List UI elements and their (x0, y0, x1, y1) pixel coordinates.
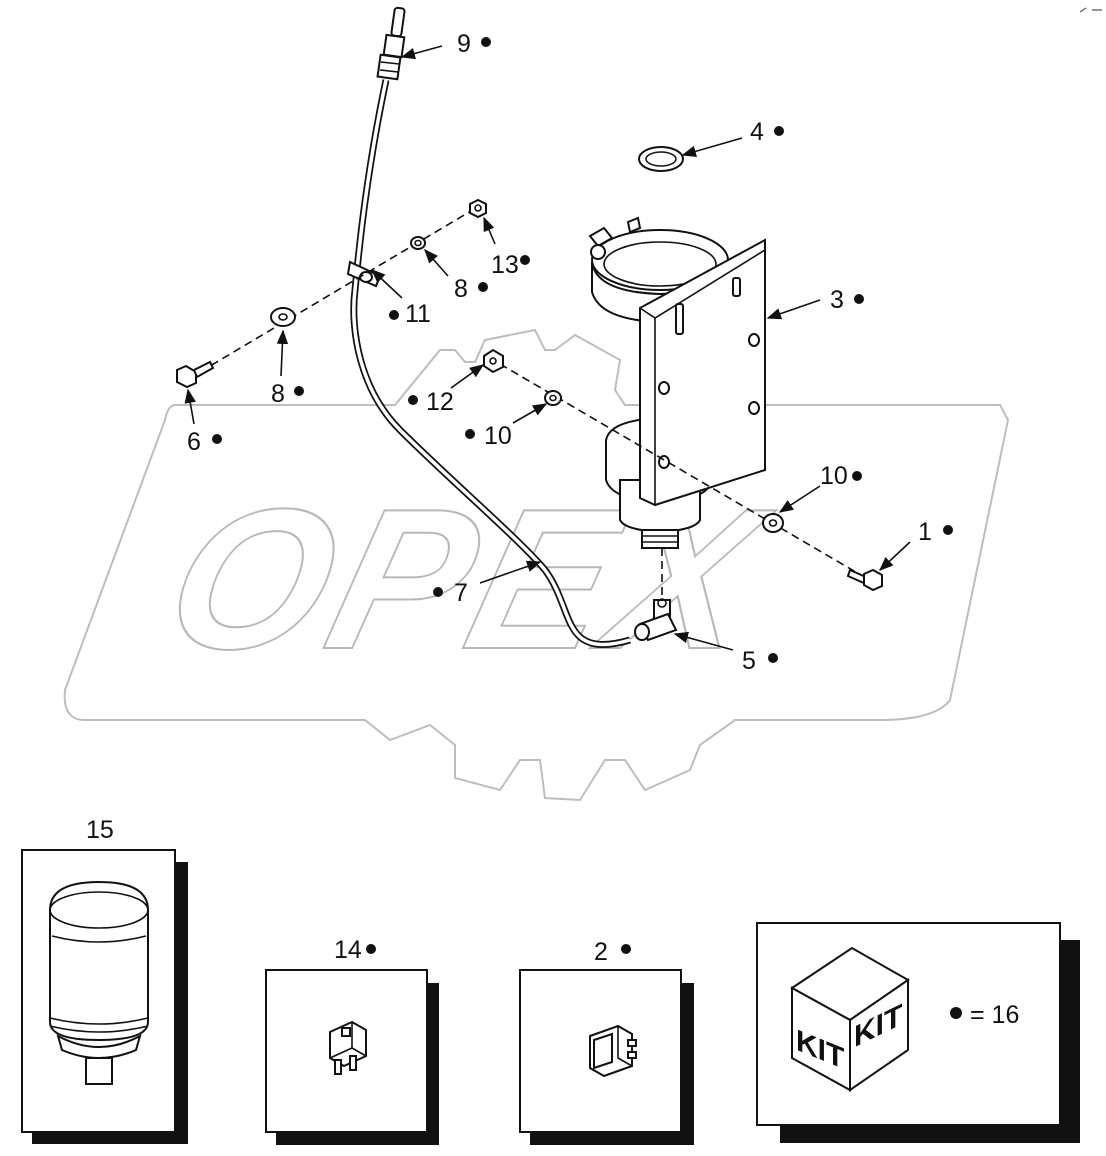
bullet-dot (478, 282, 488, 292)
callout-13: 13 (491, 251, 519, 279)
panel-part-15: 15 (21, 816, 188, 1144)
kit-box-icon: KIT KIT (790, 946, 910, 1092)
callout-10-lower: 10 (820, 462, 848, 490)
panel-kit: KIT KIT = 16 (756, 922, 1080, 1143)
bullet-dot (212, 434, 222, 444)
bullet-dot (852, 471, 862, 481)
bullet-dot (433, 587, 443, 597)
panel-part-14: 14 (265, 936, 439, 1145)
part-5-elbow-fitting (634, 598, 678, 642)
callout-7: 7 (454, 579, 468, 607)
callout-4: 4 (750, 118, 764, 146)
bullet-dot (366, 944, 376, 954)
callout-labels: 9 4 13 8 3 11 8 12 10 6 10 1 7 5 (187, 30, 953, 675)
bullet-dot (481, 37, 491, 47)
part-12-nut (483, 348, 504, 374)
part-10-washer-upper (544, 390, 562, 406)
callout-3: 3 (830, 286, 844, 314)
callout-9: 9 (457, 30, 471, 58)
callout-14: 14 (334, 936, 362, 964)
part-7-cable (350, 79, 631, 649)
callout-8-lower: 8 (271, 380, 285, 408)
part-13-nut (469, 198, 487, 219)
part-8-washer-lower (270, 307, 296, 327)
callout-5: 5 (742, 647, 756, 675)
part-14-fuse-icon (329, 1020, 367, 1075)
bullet-dot (408, 395, 418, 405)
callout-8-upper: 8 (454, 275, 468, 303)
bullet-dot (943, 525, 953, 535)
assembly-line-upper (199, 207, 477, 373)
bullet-dot (520, 255, 530, 265)
part-1-bolt (846, 568, 883, 592)
bullet-dot (389, 310, 399, 320)
bullet-dot (294, 386, 304, 396)
bullet-dot (621, 944, 631, 954)
kit-legend: = 16 (970, 1001, 1019, 1029)
bullet-dot (465, 429, 475, 439)
callout-11: 11 (405, 300, 431, 328)
watermark-gear-outline (63, 328, 1010, 802)
callout-15: 15 (86, 816, 114, 844)
part-9-sensor-connector (376, 6, 406, 81)
callout-10-upper: 10 (484, 422, 512, 450)
part-8-lockwasher-upper (410, 236, 426, 250)
callout-12: 12 (426, 388, 454, 416)
bullet-dot (768, 653, 778, 663)
bullet-dot (774, 126, 784, 136)
bullet-dot (854, 294, 864, 304)
part-6-bolt (176, 360, 215, 389)
callout-1: 1 (918, 518, 932, 546)
part-2-rocker-switch-icon (589, 1024, 637, 1078)
bullet-dot (950, 1007, 962, 1019)
callout-6: 6 (187, 428, 201, 456)
callout-2: 2 (594, 938, 608, 966)
corner-mark (1079, 7, 1102, 13)
panel-part-2: 2 (519, 938, 694, 1145)
part-10-washer-lower (762, 513, 784, 533)
part-15-filter-icon (49, 880, 149, 1085)
part-4-o-ring (638, 146, 684, 172)
part-3-bracket (588, 216, 766, 549)
leader-lines (184, 45, 911, 651)
